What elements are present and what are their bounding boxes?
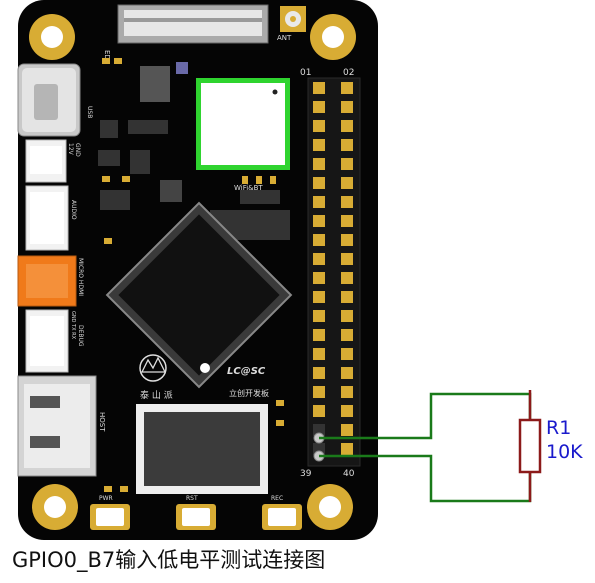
header-pin-22 (341, 272, 353, 284)
rst-button (176, 504, 216, 530)
resistor-r1 (518, 390, 542, 502)
usb-c-port (17, 63, 81, 137)
header-pin-24 (341, 291, 353, 303)
edp-label: EDP (103, 50, 111, 64)
header-pin-31 (313, 367, 325, 379)
header-pin-28 (341, 329, 353, 341)
pwr-label: PWR (99, 495, 113, 502)
header-pin-7 (313, 139, 325, 151)
lcsc-sub-label: 立创开发板 (229, 388, 269, 398)
diagram-caption: GPIO0_B7输入低电平测试连接图 (12, 548, 326, 572)
mounting-hole-top-left (29, 14, 75, 60)
micro-hdmi-label: MICRO HDMI (77, 258, 84, 296)
mounting-hole-bottom-right (307, 484, 353, 530)
memory-chip (136, 404, 268, 494)
edp-connector (117, 4, 269, 44)
usb-label: USB (86, 106, 93, 118)
wifi-bt-label: WiFi&BT (234, 184, 263, 192)
rst-label: RST (186, 495, 198, 502)
header-pin-37 (313, 424, 325, 436)
header-pin-16 (341, 215, 353, 227)
debug-label: DEBUG (77, 325, 84, 347)
header-pin-15 (313, 215, 325, 227)
taishanpai-board: EDP ANT USB 12V GND AUDIO (17, 0, 378, 540)
header-pin-11 (313, 177, 325, 189)
pin-39-label: 39 (300, 469, 312, 479)
header-pin-36 (341, 405, 353, 417)
gnd-label: GND (74, 143, 81, 157)
audio-connector (25, 185, 69, 251)
gpio-header-pins (313, 82, 353, 455)
pin-02-label: 02 (343, 68, 354, 78)
mounting-hole-top-right (310, 14, 356, 60)
test-wiring: R1 10K (313, 390, 583, 503)
header-pin-3 (313, 101, 325, 113)
header-pin-25 (313, 310, 325, 322)
header-pin-26 (341, 310, 353, 322)
pin-01-label: 01 (300, 68, 311, 78)
header-pin-29 (313, 348, 325, 360)
header-pin-35 (313, 405, 325, 417)
header-pin-17 (313, 234, 325, 246)
header-pin-38 (341, 424, 353, 436)
resistor-ref-label: R1 (546, 417, 571, 439)
header-pin-13 (313, 196, 325, 208)
small-components (98, 62, 290, 240)
micro-hdmi-port (17, 255, 77, 307)
header-pin-18 (341, 234, 353, 246)
mounting-hole-bottom-left (32, 484, 78, 530)
header-pin-4 (341, 101, 353, 113)
header-pin-6 (341, 120, 353, 132)
header-pin-34 (341, 386, 353, 398)
header-pin-8 (341, 139, 353, 151)
header-pin-12 (341, 177, 353, 189)
header-pin-30 (341, 348, 353, 360)
pwr-button (90, 504, 130, 530)
soc-chip (105, 201, 293, 389)
header-pin-23 (313, 291, 325, 303)
header-pin-1 (313, 82, 325, 94)
header-pin-10 (341, 158, 353, 170)
antenna-connector (280, 6, 306, 32)
taishanpai-logo-icon (139, 354, 167, 382)
audio-label: AUDIO (70, 200, 77, 220)
header-pin-40 (341, 443, 353, 455)
gold-pads (102, 58, 284, 492)
power-connector-12v (25, 139, 67, 183)
pin-40-label: 40 (343, 469, 355, 479)
header-pin-14 (341, 196, 353, 208)
header-pin-27 (313, 329, 325, 341)
header-pin-33 (313, 386, 325, 398)
header-pin-19 (313, 253, 325, 265)
header-pin-5 (313, 120, 325, 132)
lcsc-logo: LC@SC (227, 366, 266, 377)
header-pin-9 (313, 158, 325, 170)
logo-name: 泰 山 派 (140, 389, 173, 401)
resistor-value-label: 10K (546, 441, 583, 463)
header-pin-32 (341, 367, 353, 379)
gnd-tx-rx-label: GND TX RX (70, 311, 76, 340)
host-label: HOST (98, 412, 106, 432)
debug-connector (25, 309, 69, 373)
header-pin-20 (341, 253, 353, 265)
usb-host-port (17, 375, 97, 477)
wifi-bt-module (196, 78, 290, 170)
ant-label: ANT (277, 34, 292, 42)
header-pin-21 (313, 272, 325, 284)
v12-label: 12V (67, 143, 74, 156)
header-pin-2 (341, 82, 353, 94)
rec-label: REC (271, 495, 283, 502)
rec-button (262, 504, 302, 530)
